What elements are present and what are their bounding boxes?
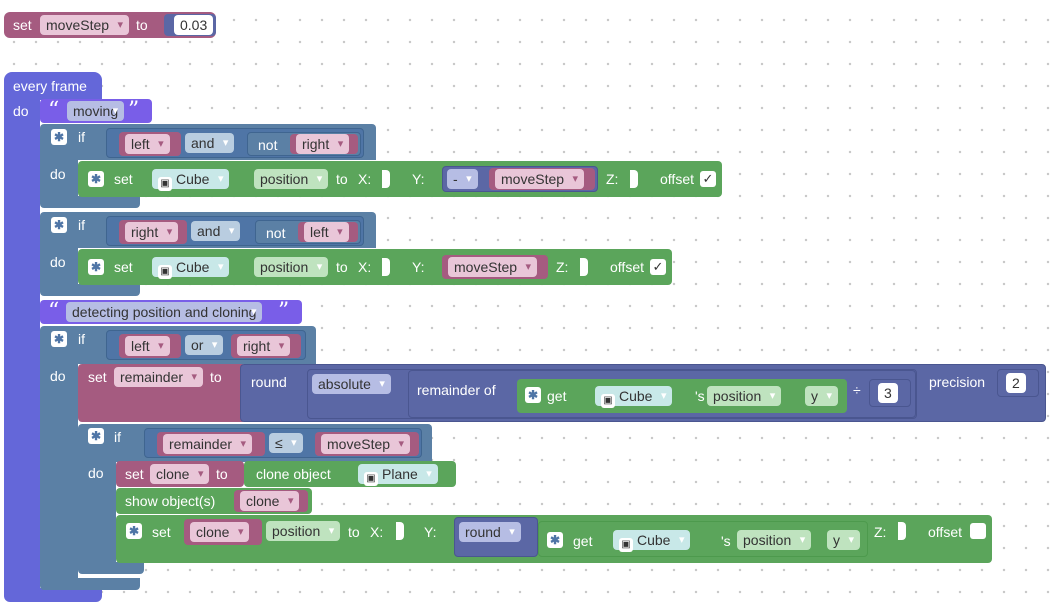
axis-dropdown[interactable]: y	[805, 386, 838, 406]
cube-object-dropdown[interactable]: ▣Cube	[613, 530, 691, 552]
if-block-1[interactable]: ✱ if left and not right	[40, 124, 376, 160]
comment-moving-text[interactable]: moving	[67, 101, 125, 121]
round-block[interactable]: round absolute remainder of ✱ get ▣Cube …	[240, 364, 1046, 422]
gear-icon[interactable]: ✱	[88, 259, 104, 275]
show-objects-block[interactable]: show object(s) clone	[116, 488, 312, 514]
or-condition-block[interactable]: left or right	[106, 330, 306, 360]
if-block-4[interactable]: ✱ if remainder ≤ moveStep	[78, 424, 432, 462]
comment-detect-text[interactable]: detecting position and cloning	[66, 302, 263, 322]
if-block-2[interactable]: ✱ if right and not left	[40, 212, 376, 248]
close-quote-icon: ”	[128, 98, 140, 123]
and-op-dropdown[interactable]: and	[185, 133, 235, 153]
position-prop-dropdown[interactable]: position	[254, 257, 329, 277]
set-label: set	[13, 17, 32, 33]
movestep-var-dropdown[interactable]: moveStep	[40, 15, 130, 35]
every-frame-spine	[4, 98, 40, 590]
set-cube-position-1[interactable]: ✱ set ▣Cube position to X: Y: - moveStep…	[78, 161, 722, 197]
every-frame-label: every frame	[13, 78, 87, 94]
movestep-value-field[interactable]: 0.03	[174, 15, 214, 35]
gear-icon[interactable]: ✱	[51, 331, 67, 347]
plane-object-dropdown[interactable]: ▣Plane	[358, 464, 438, 486]
round-block-2[interactable]: round	[454, 517, 538, 557]
position-prop-dropdown[interactable]: position	[737, 530, 812, 550]
every-frame-do-label: do	[13, 103, 29, 119]
or-op-dropdown[interactable]: or	[185, 335, 224, 355]
absolute-dropdown[interactable]: absolute	[312, 374, 391, 394]
to-label: to	[136, 17, 148, 33]
gear-icon[interactable]: ✱	[88, 428, 104, 444]
remainder-of-block[interactable]: remainder of ✱ get ▣Cube 's position y ÷…	[408, 370, 916, 418]
and-condition-block[interactable]: left and not right	[106, 128, 364, 158]
get-cube-position-block[interactable]: ✱ get ▣Cube 's position y	[517, 379, 847, 413]
if-block-3[interactable]: ✱ if left or right	[40, 326, 316, 364]
if1-do-label: do	[50, 166, 66, 182]
axis-dropdown[interactable]: y	[827, 530, 860, 550]
gear-icon[interactable]: ✱	[88, 171, 104, 187]
cube-object-dropdown[interactable]: ▣Cube	[152, 257, 230, 279]
set-remainder-block[interactable]: set remainder to	[78, 364, 246, 422]
position-prop-dropdown[interactable]: position	[254, 169, 329, 189]
offset-checkbox[interactable]	[970, 523, 986, 539]
compare-block[interactable]: remainder ≤ moveStep	[144, 428, 422, 458]
and-condition-block[interactable]: right and not left	[106, 216, 364, 246]
every-frame-block[interactable]: every frame	[4, 72, 102, 100]
negate-dropdown[interactable]: -	[447, 169, 478, 189]
offset-checkbox[interactable]: ✓	[700, 171, 716, 187]
position-prop-dropdown[interactable]: position	[707, 386, 782, 406]
compare-op-dropdown[interactable]: ≤	[269, 433, 303, 453]
every-frame-foot	[4, 588, 102, 602]
gear-icon[interactable]: ✱	[126, 523, 142, 539]
set-cube-position-2[interactable]: ✱ set ▣Cube position to X: Y: moveStep Z…	[78, 249, 672, 285]
set-clone-block[interactable]: set clone to	[116, 461, 244, 487]
cube-object-dropdown[interactable]: ▣Cube	[595, 386, 673, 408]
clone-object-block[interactable]: clone object ▣Plane	[244, 461, 456, 487]
round-dropdown[interactable]: round	[459, 522, 521, 542]
set-clone-position-block[interactable]: ✱ set clone position to X: Y: round ✱ ge…	[116, 515, 992, 563]
if-label: if	[78, 129, 85, 145]
cube-object-dropdown[interactable]: ▣Cube	[152, 169, 230, 191]
divisor-field[interactable]: 3	[878, 383, 898, 403]
absolute-block[interactable]: absolute remainder of ✱ get ▣Cube 's pos…	[307, 369, 917, 419]
position-prop-dropdown[interactable]: position	[266, 521, 341, 541]
gear-icon[interactable]: ✱	[525, 387, 541, 403]
gear-icon[interactable]: ✱	[51, 129, 67, 145]
offset-checkbox[interactable]: ✓	[650, 259, 666, 275]
comment-moving-block[interactable]: “ moving ”	[40, 99, 152, 123]
gear-icon[interactable]: ✱	[547, 532, 563, 548]
remainder-var-dropdown[interactable]: remainder	[114, 367, 204, 387]
if-block-3-spine	[40, 362, 78, 586]
get-cube-position-block-2[interactable]: ✱ get ▣Cube 's position y	[538, 521, 868, 557]
comment-detect-block[interactable]: “ detecting position and cloning ”	[40, 300, 302, 324]
clone-var-dropdown[interactable]: clone	[150, 464, 210, 484]
open-quote-icon: “	[48, 98, 60, 123]
set-movestep-block[interactable]: set moveStep to 0.03	[4, 12, 216, 38]
number-block[interactable]: 0.03	[164, 14, 216, 36]
precision-field[interactable]: 2	[1006, 373, 1026, 393]
gear-icon[interactable]: ✱	[51, 217, 67, 233]
and-op-dropdown[interactable]: and	[191, 221, 241, 241]
